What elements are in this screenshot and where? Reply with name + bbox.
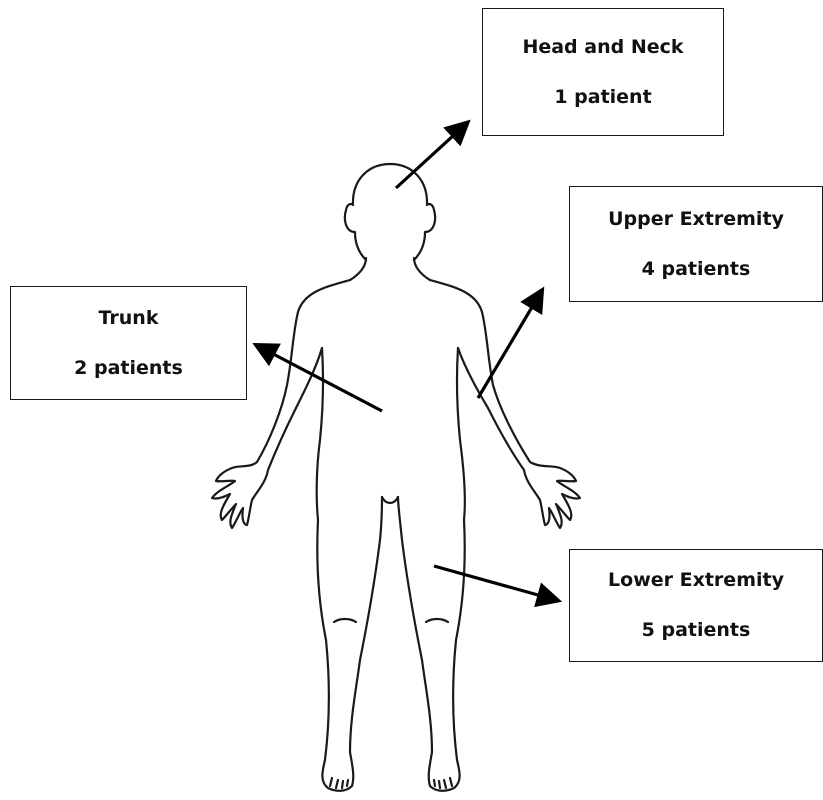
patient-count: 4 patients [642,260,751,279]
arrow-lower-extremity [434,566,556,600]
left-foot-toes [330,778,348,788]
upper-extremity-box: Upper Extremity 4 patients [569,186,823,302]
right-arm-outline [430,280,580,528]
region-name: Lower Extremity [608,571,784,590]
trunk-box: Trunk 2 patients [10,286,247,400]
left-knee-mark [334,619,356,622]
right-leg-outline [398,497,465,791]
neck-outline [350,258,430,280]
arrow-head-and-neck [396,124,466,188]
right-knee-mark [426,619,448,622]
region-name: Trunk [99,309,159,328]
left-leg-outline [317,497,382,791]
lower-extremity-box: Lower Extremity 5 patients [569,549,823,662]
right-foot-toes [434,778,452,788]
patient-count: 2 patients [74,359,183,378]
head-and-neck-box: Head and Neck 1 patient [482,8,724,136]
patient-count: 1 patient [554,88,651,107]
torso-outline [317,348,465,520]
patient-count: 5 patients [642,621,751,640]
region-name: Upper Extremity [608,210,784,229]
head-outline [345,164,435,260]
region-name: Head and Neck [522,38,683,57]
crotch-outline [382,497,398,503]
